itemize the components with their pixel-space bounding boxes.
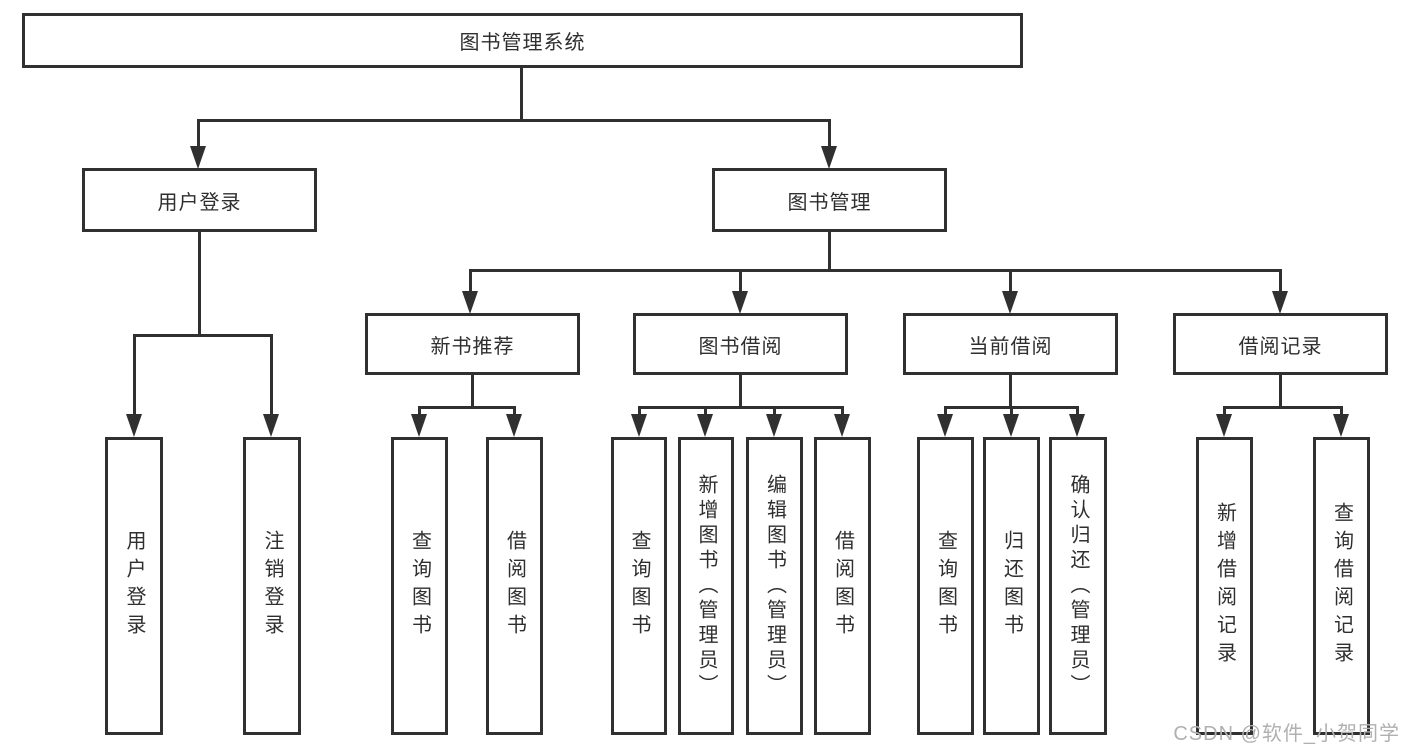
connector-mgmt-drop-4 [1279, 270, 1282, 293]
node-book-management-label: 图书管理 [787, 191, 872, 214]
leaf-borrowing-edit-books-label: 编辑图书（管理员） [763, 473, 786, 699]
arrow-to-leaf-user-login [126, 414, 142, 437]
arrow-to-rec-query-books [411, 414, 427, 437]
leaf-borrowing-query-books-label: 查询图书 [628, 530, 650, 642]
arrow-to-bb-add-books [697, 414, 713, 437]
arrow-to-cb-query-books [937, 414, 953, 437]
leaf-current-confirm-return: 确认归还（管理员） [1049, 437, 1107, 735]
leaf-current-query-books: 查询图书 [917, 437, 974, 735]
connector-cb-drop-2 [1010, 407, 1013, 416]
connector-login-bar [133, 334, 273, 337]
arrow-to-book-borrowing [732, 291, 748, 314]
leaf-user-login-label: 用户登录 [123, 530, 145, 642]
node-root: 图书管理系统 [22, 13, 1023, 68]
leaf-borrowing-edit-books: 编辑图书（管理员） [746, 437, 803, 735]
node-user-login: 用户登录 [82, 168, 317, 232]
leaf-borrowing-add-books-label: 新增图书（管理员） [695, 473, 717, 699]
connector-cb-stem [1009, 375, 1012, 409]
node-borrowing-records-label: 借阅记录 [1238, 335, 1323, 358]
connector-br-drop-2 [1340, 407, 1343, 416]
arrow-to-cb-return-books [1003, 414, 1019, 437]
node-book-borrowing: 图书借阅 [633, 313, 848, 375]
connector-mgmt-drop-1 [469, 270, 472, 293]
node-borrowing-records: 借阅记录 [1173, 313, 1388, 375]
leaf-records-add-record: 新增借阅记录 [1196, 437, 1253, 735]
leaf-records-add-record-label: 新增借阅记录 [1213, 502, 1236, 670]
leaf-recommend-borrow-books-label: 借阅图书 [503, 530, 526, 642]
connector-rec-drop-2 [513, 407, 516, 416]
arrow-to-br-add-record [1216, 414, 1232, 437]
arrow-to-leaf-logout [263, 414, 279, 437]
leaf-borrowing-borrow-books-label: 借阅图书 [831, 530, 854, 642]
leaf-recommend-query-books: 查询图书 [391, 437, 448, 735]
connector-mgmt-stem [828, 232, 831, 272]
connector-mgmt-bar [469, 269, 1282, 272]
arrow-to-book-management [821, 146, 837, 169]
node-root-label: 图书管理系统 [459, 32, 586, 54]
leaf-borrowing-add-books: 新增图书（管理员） [678, 437, 734, 735]
connector-rec-stem [471, 375, 474, 409]
arrow-to-new-book-recommend [462, 291, 478, 314]
connector-rec-drop-1 [418, 407, 421, 416]
connector-root-stem [520, 68, 523, 121]
leaf-current-query-books-label: 查询图书 [934, 530, 957, 642]
arrow-to-borrowing-records [1272, 291, 1288, 314]
connector-bb-stem [739, 375, 742, 409]
leaf-recommend-borrow-books: 借阅图书 [486, 437, 543, 735]
connector-br-stem [1279, 375, 1282, 409]
leaf-borrowing-query-books: 查询图书 [611, 437, 667, 735]
arrow-to-bb-query-books [631, 414, 647, 437]
connector-cb-drop-3 [1076, 407, 1079, 416]
node-book-management: 图书管理 [712, 168, 947, 232]
arrow-to-user-login [190, 146, 206, 169]
node-new-book-recommend: 新书推荐 [365, 313, 580, 375]
leaf-current-confirm-return-label: 确认归还（管理员） [1067, 473, 1089, 699]
connector-root-left-drop [197, 120, 200, 148]
arrow-to-bb-borrow-books [834, 414, 850, 437]
connector-br-bar [1223, 406, 1343, 409]
connector-login-drop-2 [270, 335, 273, 416]
leaf-records-query-record: 查询借阅记录 [1313, 437, 1370, 735]
connector-root-right-drop [828, 120, 831, 148]
node-user-login-label: 用户登录 [157, 191, 242, 214]
leaf-logout: 注销登录 [243, 437, 301, 735]
node-current-borrowing-label: 当前借阅 [968, 335, 1053, 358]
connector-bb-drop-4 [841, 407, 844, 416]
connector-cb-drop-1 [944, 407, 947, 416]
arrow-to-bb-edit-books [766, 414, 782, 437]
connector-root-bar [197, 119, 831, 122]
connector-mgmt-drop-3 [1009, 270, 1012, 293]
connector-bb-drop-2 [704, 407, 707, 416]
connector-mgmt-drop-2 [739, 270, 742, 293]
connector-bb-drop-3 [773, 407, 776, 416]
connector-bb-bar [638, 406, 844, 409]
leaf-user-login: 用户登录 [105, 437, 163, 735]
csdn-watermark: CSDN @软件_小贺同学 [1173, 723, 1400, 745]
leaf-current-return-books-label: 归还图书 [1000, 530, 1023, 642]
leaf-logout-label: 注销登录 [261, 530, 283, 642]
arrow-to-cb-confirm-return [1069, 414, 1085, 437]
node-new-book-recommend-label: 新书推荐 [430, 335, 515, 358]
leaf-recommend-query-books-label: 查询图书 [408, 530, 431, 642]
connector-login-drop-1 [133, 335, 136, 416]
node-current-borrowing: 当前借阅 [903, 313, 1118, 375]
connector-login-stem [198, 232, 201, 337]
arrow-to-rec-borrow-books [506, 414, 522, 437]
connector-rec-bar [418, 406, 516, 409]
leaf-records-query-record-label: 查询借阅记录 [1330, 502, 1353, 670]
arrow-to-current-borrowing [1002, 291, 1018, 314]
connector-br-drop-1 [1223, 407, 1226, 416]
node-book-borrowing-label: 图书借阅 [698, 335, 783, 358]
arrow-to-br-query-record [1333, 414, 1349, 437]
connector-bb-drop-1 [638, 407, 641, 416]
leaf-current-return-books: 归还图书 [983, 437, 1040, 735]
leaf-borrowing-borrow-books: 借阅图书 [814, 437, 871, 735]
